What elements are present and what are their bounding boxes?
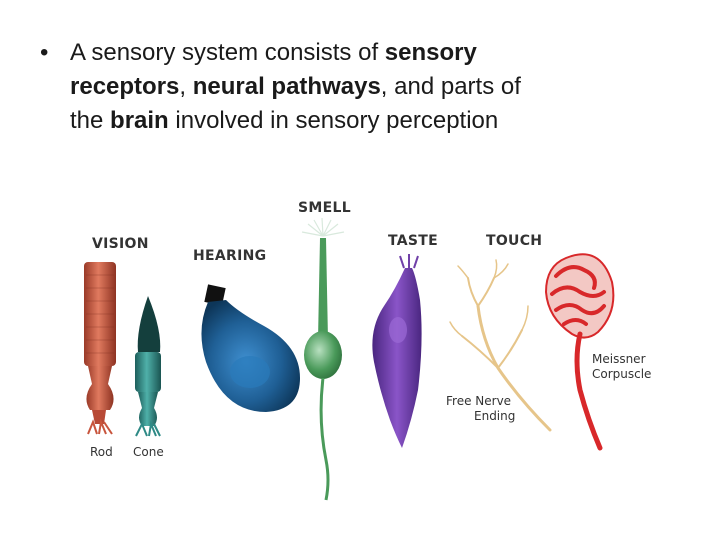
label-vision: VISION: [92, 236, 149, 252]
label-meissner-line2: Corpuscle: [592, 367, 651, 382]
label-free-nerve-line2: Ending: [446, 409, 515, 424]
label-smell: SMELL: [298, 200, 351, 216]
label-touch: TOUCH: [486, 233, 542, 249]
label-meissner-corpuscle: Meissner Corpuscle: [592, 352, 651, 382]
label-rod: Rod: [90, 445, 113, 460]
taste-cell: [372, 254, 421, 448]
olfactory-neuron: [302, 218, 344, 500]
label-hearing: HEARING: [193, 248, 266, 264]
label-taste: TASTE: [388, 233, 438, 249]
hair-cell: [201, 284, 300, 412]
label-meissner-line1: Meissner: [592, 352, 651, 367]
cone-cell: [135, 296, 161, 436]
rod-cell: [84, 262, 116, 434]
label-free-nerve-line1: Free Nerve: [446, 394, 515, 409]
label-cone: Cone: [133, 445, 164, 460]
label-free-nerve-ending: Free Nerve Ending: [446, 394, 515, 424]
